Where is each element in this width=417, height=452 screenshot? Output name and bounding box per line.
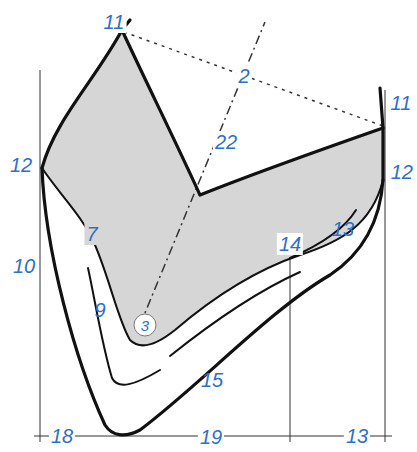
callout-number: 3 (139, 317, 151, 334)
dotted-line (124, 32, 383, 126)
callout-number: 19 (198, 426, 224, 448)
callout-number: 18 (49, 425, 75, 447)
callout-number: 12 (389, 161, 415, 183)
outline (42, 20, 383, 435)
callout-number: 14 (277, 233, 303, 255)
inner-lines (42, 168, 383, 385)
callout-number: 10 (11, 255, 37, 277)
callout-number: 9 (92, 299, 107, 321)
callout-number: 7 (84, 223, 99, 245)
callout-number: 11 (102, 11, 127, 33)
callout-number: 13 (330, 218, 356, 240)
callout-number: 22 (213, 131, 239, 153)
callout-number: 11 (389, 92, 414, 114)
callout-number: 2 (236, 65, 251, 87)
callout-circle (134, 314, 156, 336)
callout-number: 15 (199, 369, 225, 391)
callout-number: 13 (344, 425, 370, 447)
callout-number: 12 (8, 154, 34, 176)
